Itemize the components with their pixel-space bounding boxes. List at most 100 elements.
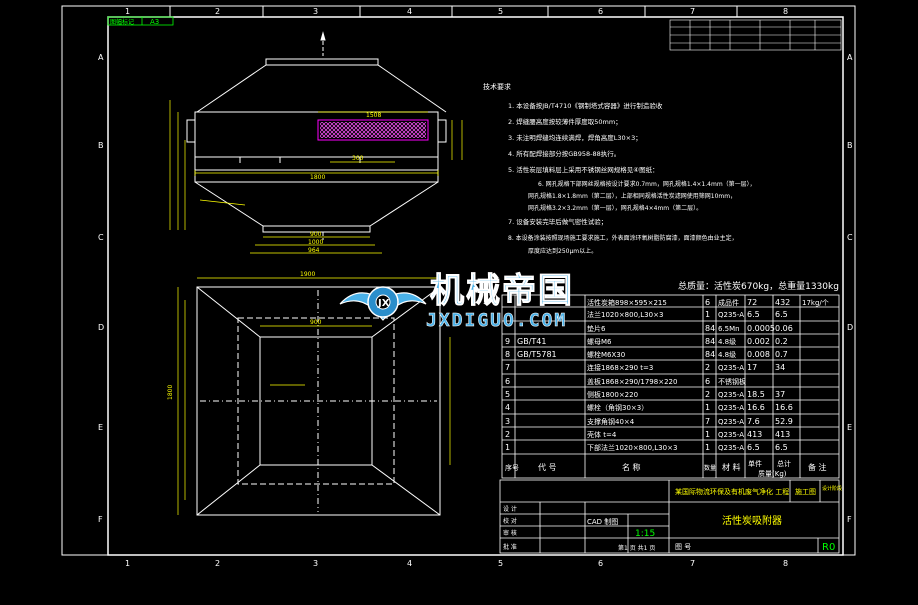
revision-grid — [669, 19, 842, 51]
bom-cell-name: 支撑角钢40×4 — [587, 417, 635, 426]
bom-cell-qty: 84 — [705, 324, 715, 333]
bom-cell-unit: 0.002 — [747, 337, 770, 346]
bom-cell-name: 侧板1800×220 — [587, 390, 638, 399]
svg-text:C: C — [98, 233, 104, 242]
svg-text:设 计: 设 计 — [503, 505, 517, 513]
bom-cell-name: 壳体 t=4 — [587, 430, 617, 439]
svg-text:1800: 1800 — [167, 385, 174, 400]
bom-cell-unit: 16.6 — [747, 403, 765, 412]
svg-text:A: A — [98, 53, 104, 62]
filter-bed — [317, 119, 429, 141]
svg-text:技术要求: 技术要求 — [483, 82, 511, 91]
svg-text:D: D — [847, 323, 853, 332]
title-block-text: 某国际物流环保及有机废气净化 工程 施工图 设计阶段 活性炭吸附器 CAD 制图… — [503, 485, 842, 553]
bom-cell-unit: 0.008 — [747, 350, 770, 359]
bom-cell-unit: 6.5 — [747, 443, 760, 452]
svg-text:900: 900 — [310, 319, 322, 326]
svg-text:1: 1 — [125, 559, 130, 568]
elevation-dimensions — [169, 100, 463, 254]
bom-cell-no: 7 — [505, 363, 510, 372]
title-block-grid — [499, 479, 840, 554]
svg-text:施工图: 施工图 — [795, 487, 816, 496]
bom-cell-name: 螺母M6 — [587, 337, 612, 346]
svg-text:名 称: 名 称 — [622, 462, 641, 472]
elevation-dim-text: 1800 1508 300 900 1000 964 — [308, 112, 381, 254]
bom-cell-total: 52.9 — [775, 417, 793, 426]
svg-text:序号: 序号 — [505, 463, 519, 472]
bom-cell-unit: 18.5 — [747, 390, 765, 399]
bom-cell-no: 2 — [505, 430, 510, 439]
bom-cell-no: 8 — [505, 350, 510, 359]
svg-text:2. 焊缝腰高度按较薄件厚度取50mm；: 2. 焊缝腰高度按较薄件厚度取50mm； — [508, 117, 622, 126]
bom-cell-name: 法兰1020×800,L30×3 — [587, 310, 663, 319]
watermark-url: JXDIGUO.COM — [426, 310, 568, 332]
svg-text:964: 964 — [308, 247, 320, 254]
svg-text:F: F — [847, 515, 852, 524]
bom-cell-unit: 7.6 — [747, 417, 760, 426]
svg-text:3: 3 — [313, 559, 318, 568]
bom-cell-total: 37 — [775, 390, 785, 399]
svg-text:活性炭吸附器: 活性炭吸附器 — [722, 514, 782, 527]
bom-cell-name: 连接1868×290 t=3 — [587, 363, 653, 372]
svg-text:图 号: 图 号 — [675, 543, 691, 551]
bom-cell-material: 6.5Mn — [718, 325, 740, 333]
svg-text:C: C — [847, 233, 853, 242]
svg-text:5. 活性炭层填料层上采用不锈钢丝网规格见④图纸：: 5. 活性炭层填料层上采用不锈钢丝网规格见④图纸： — [508, 165, 659, 174]
svg-text:7. 设备安装完毕后做气密性试验；: 7. 设备安装完毕后做气密性试验； — [508, 217, 607, 226]
svg-text:设计阶段: 设计阶段 — [822, 485, 842, 492]
svg-text:D: D — [98, 323, 104, 332]
row-marks: A B C D E F A B C D E F — [98, 53, 853, 524]
svg-text:图幅标记: 图幅标记 — [110, 18, 134, 26]
bom-cell-unit: 0.0005 — [747, 324, 775, 333]
bom-cell-material: Q235-A — [718, 444, 744, 452]
bom-cell-name: 垫片6 — [587, 324, 606, 333]
svg-text:7: 7 — [690, 7, 695, 16]
svg-text:1508: 1508 — [366, 112, 381, 119]
svg-text:质量(Kg): 质量(Kg) — [758, 469, 787, 478]
column-ticks — [169, 6, 738, 17]
svg-text:网孔规格3.2×3.2mm（第一层），网孔规格4×4mm（第: 网孔规格3.2×3.2mm（第一层），网孔规格4×4mm（第二层）。 — [528, 204, 702, 212]
svg-text:A: A — [847, 53, 853, 62]
bom-cell-name: 下部法兰1020×800,L30×3 — [587, 443, 677, 452]
svg-text:B: B — [98, 141, 104, 150]
svg-text:8. 本设备涂装按照现场施工要求施工，外表面涂环氧树脂防腐漆: 8. 本设备涂装按照现场施工要求施工，外表面涂环氧树脂防腐漆，面漆颜色由业主定， — [508, 234, 738, 242]
svg-text:300: 300 — [352, 155, 364, 162]
bom-cell-unit: 17 — [747, 363, 757, 372]
watermark: JX 机械帝国 JXDIGUO.COM — [338, 272, 608, 334]
svg-text:1900: 1900 — [300, 271, 315, 278]
svg-text:7: 7 — [690, 559, 695, 568]
svg-text:1800: 1800 — [310, 174, 325, 181]
bom-cell-no: 6 — [505, 377, 510, 386]
plan-dimensions — [177, 277, 451, 515]
bom-cell-material: Q235-A — [718, 391, 744, 399]
svg-text:材 料: 材 料 — [722, 462, 741, 472]
bom-cell-material: Q235-A — [718, 431, 744, 439]
svg-text:校 对: 校 对 — [503, 517, 517, 525]
svg-text:A3: A3 — [150, 18, 159, 26]
svg-text:1:15: 1:15 — [635, 529, 655, 539]
bom-cell-qty: 6 — [705, 377, 710, 386]
bom-cell-qty: 1 — [705, 443, 710, 452]
svg-text:CAD 制图: CAD 制图 — [587, 517, 618, 526]
svg-text:E: E — [847, 423, 852, 432]
svg-text:某国际物流环保及有机废气净化 工程: 某国际物流环保及有机废气净化 工程 — [675, 487, 789, 496]
bom-cell-total: 432 — [775, 298, 790, 307]
bom-cell-total: 413 — [775, 430, 790, 439]
bom-cell-total: 0.7 — [775, 350, 788, 359]
bom-cell-qty: 1 — [705, 430, 710, 439]
total-weight: 总质量：活性炭670kg，总重量1330kg — [678, 280, 839, 292]
svg-text:3. 未注明焊缝均连续满焊，焊角高度L30×3；: 3. 未注明焊缝均连续满焊，焊角高度L30×3； — [508, 133, 642, 142]
svg-text:R0: R0 — [822, 542, 835, 553]
svg-text:6: 6 — [598, 7, 603, 16]
svg-text:4: 4 — [407, 7, 412, 16]
svg-text:B: B — [847, 141, 853, 150]
bom-cell-qty: 84 — [705, 337, 715, 346]
svg-text:2: 2 — [215, 559, 220, 568]
svg-text:4: 4 — [407, 559, 412, 568]
svg-text:单件: 单件 — [748, 459, 762, 468]
svg-text:E: E — [98, 423, 103, 432]
bom-cell-qty: 7 — [705, 417, 710, 426]
bom-cell-qty: 1 — [705, 310, 710, 319]
